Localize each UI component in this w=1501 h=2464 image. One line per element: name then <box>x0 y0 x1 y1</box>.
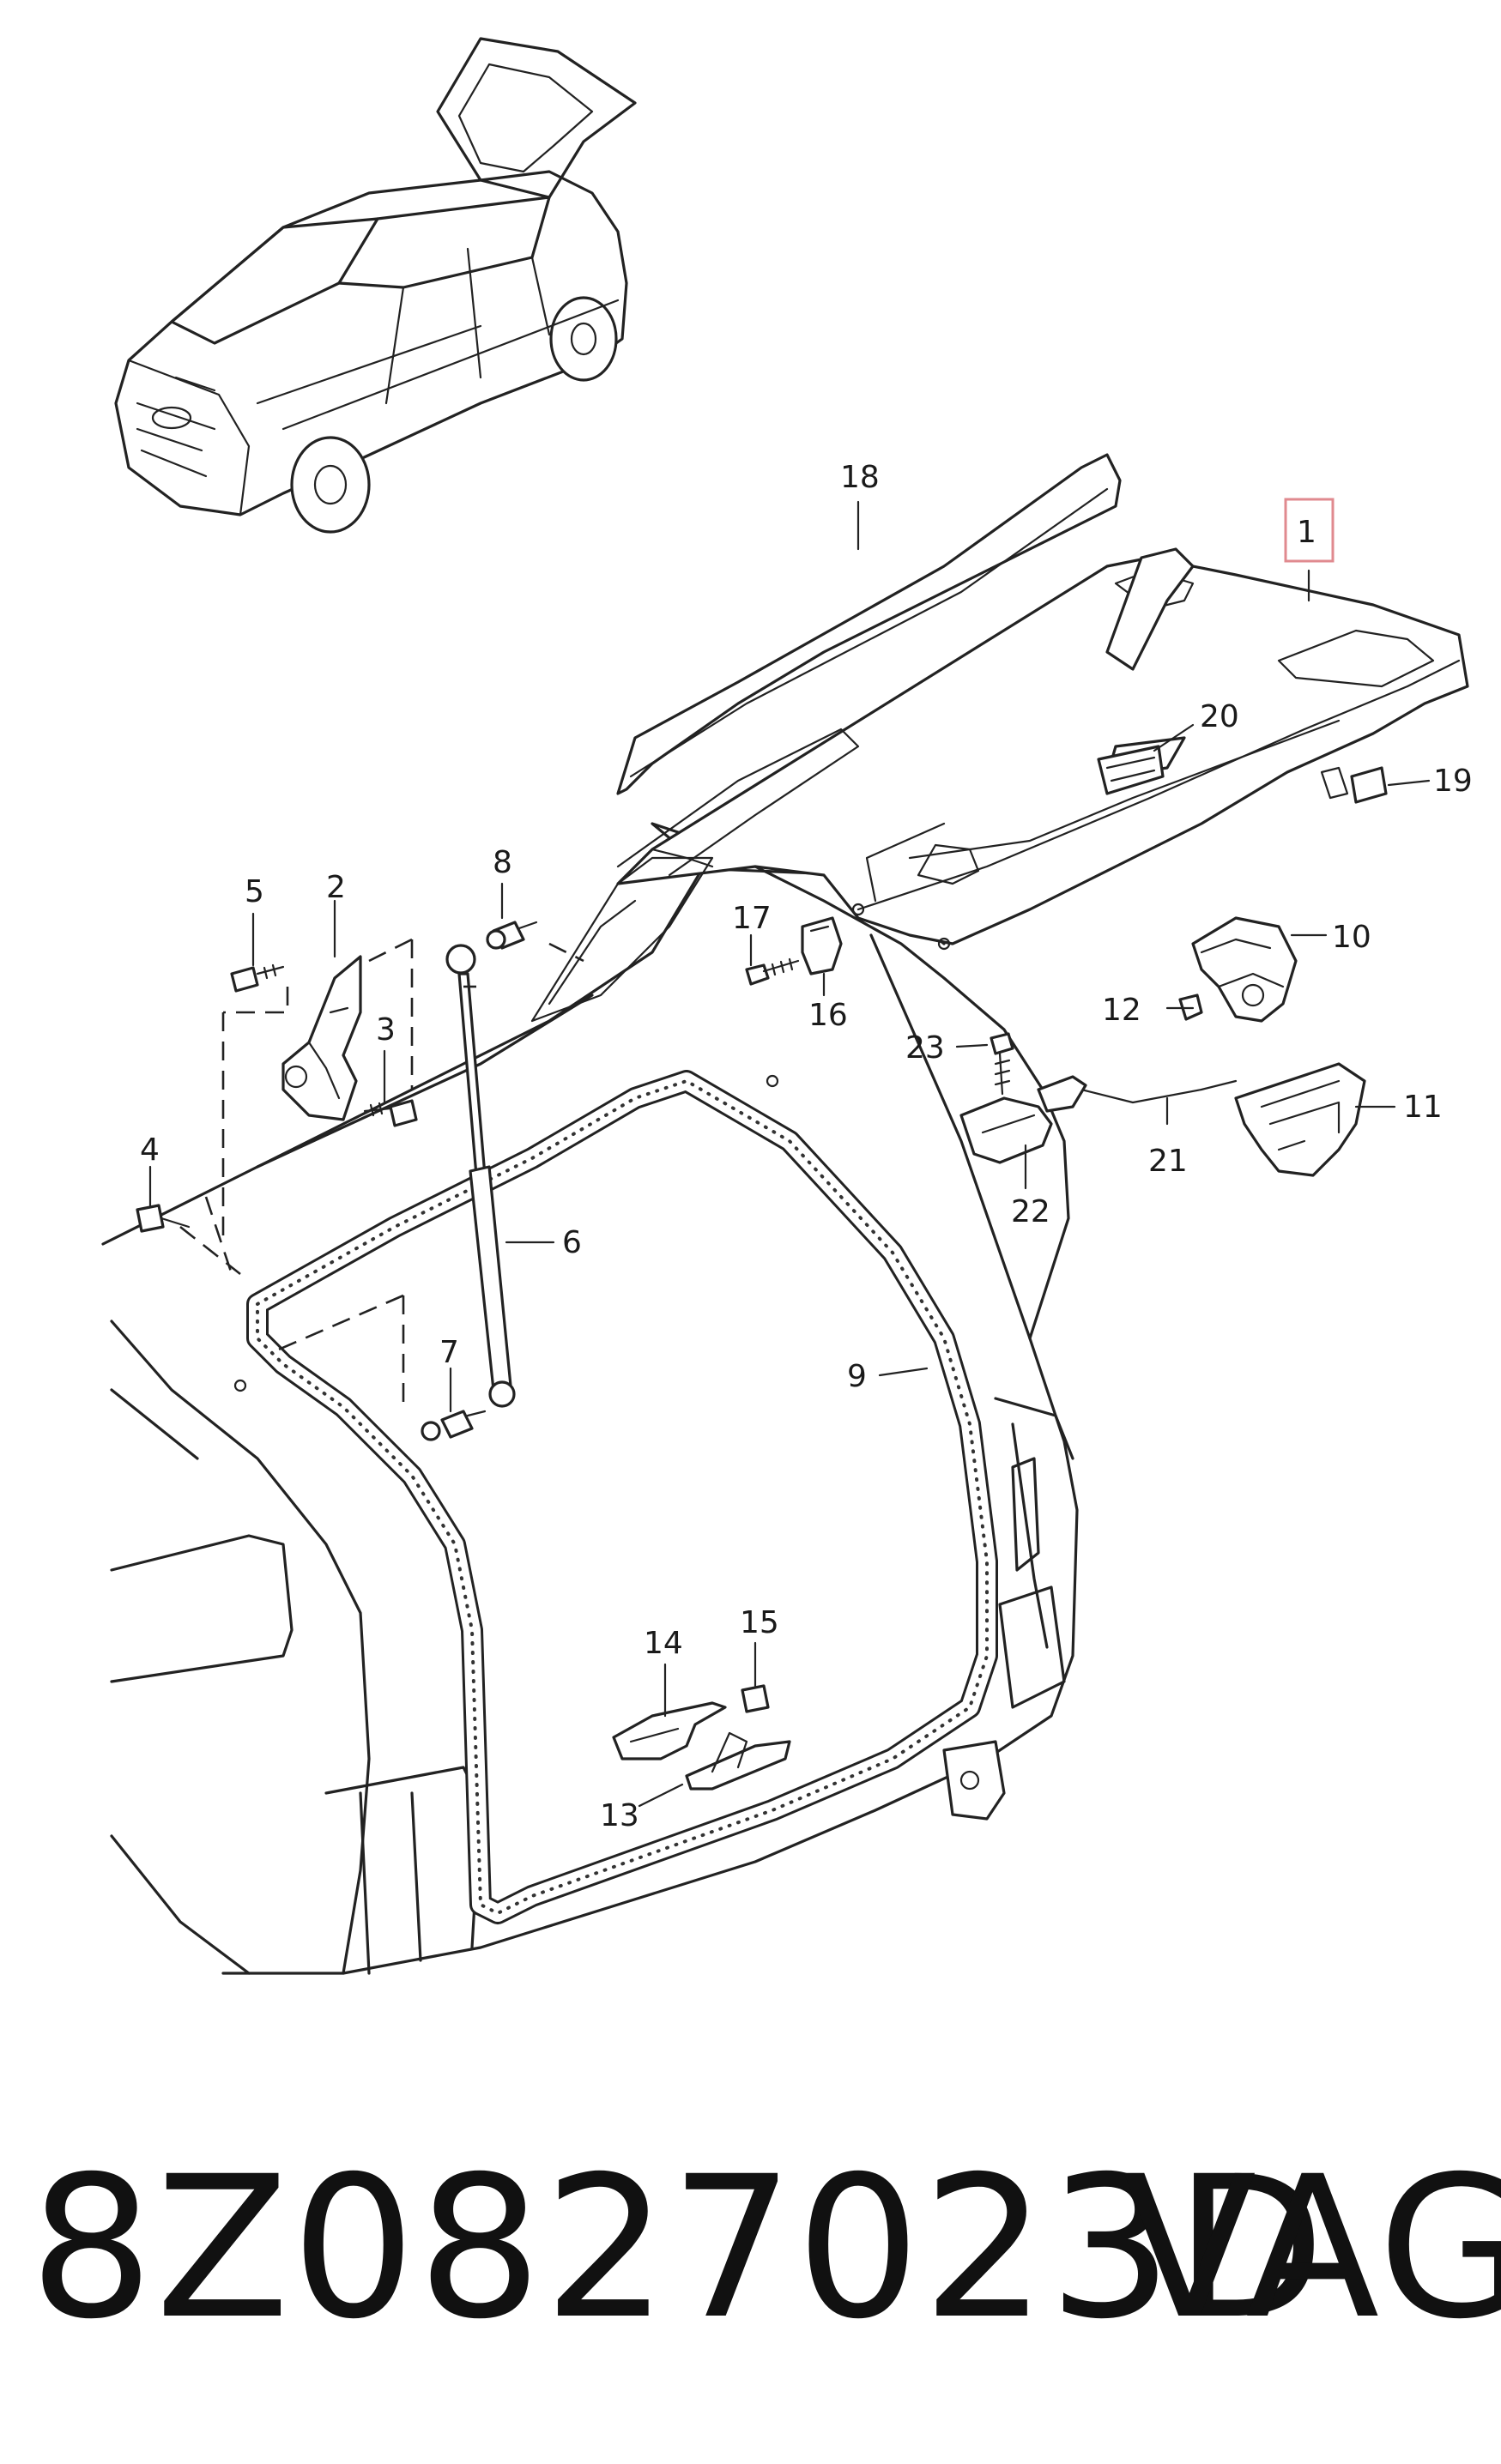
callout-15: 15 <box>740 1605 779 1640</box>
part-16-bracket <box>801 916 843 975</box>
part-20-light <box>1097 745 1165 795</box>
brand-label: VAG <box>1123 2134 1501 2362</box>
callout-22: 22 <box>1011 1194 1050 1229</box>
callout-6: 6 <box>562 1225 582 1260</box>
part-4-nut <box>136 1204 191 1233</box>
callout-labels: 1 2 3 4 5 6 7 8 9 10 11 12 13 14 15 16 1… <box>140 460 1473 1833</box>
callout-21: 21 <box>1148 1144 1188 1179</box>
callout-20: 20 <box>1200 699 1239 734</box>
leader-lines <box>148 500 1431 1808</box>
highlight-box <box>1284 498 1335 563</box>
callout-18: 18 <box>840 460 880 495</box>
assembly-guides <box>179 938 584 1407</box>
callout-17: 17 <box>732 901 772 936</box>
part-23-screw <box>990 1032 1014 1096</box>
callout-8: 8 <box>493 845 512 880</box>
part-14-bracket <box>612 1701 727 1760</box>
callout-4: 4 <box>140 1132 160 1168</box>
part-10-lock <box>1191 916 1298 1023</box>
callout-12: 12 <box>1102 993 1141 1028</box>
part-8-ball-stud <box>486 921 538 950</box>
parts-diagram: 1 2 3 4 5 6 7 8 9 10 11 12 13 14 15 16 1… <box>101 37 1473 1975</box>
callout-9: 9 <box>847 1359 867 1394</box>
part-13-striker <box>685 1731 791 1791</box>
part-2-hinge <box>281 955 362 1121</box>
footer: 8Z0827023D VAG <box>0 2119 1501 2376</box>
car-thumbnail <box>114 37 637 534</box>
callout-7: 7 <box>439 1335 459 1370</box>
part-18-spoiler <box>616 453 1122 795</box>
callout-11: 11 <box>1403 1090 1443 1125</box>
part-6-gas-strut <box>445 944 516 1408</box>
part-3-bolt <box>363 1099 418 1127</box>
callout-23: 23 <box>905 1030 945 1066</box>
part-1-trim-panel <box>530 547 1469 1023</box>
callout-3: 3 <box>376 1012 396 1048</box>
callout-14: 14 <box>644 1626 683 1661</box>
tailgate-body <box>101 822 1079 1975</box>
part-22-switch <box>959 1075 1087 1164</box>
callout-5: 5 <box>245 874 264 909</box>
part-7-ball-stud <box>421 1410 487 1441</box>
part-15-nut <box>741 1684 770 1713</box>
callout-1: 1 <box>1297 515 1316 550</box>
part-17-screw <box>745 957 800 986</box>
part-number: 8Z0827023D <box>29 2134 1328 2362</box>
callout-13: 13 <box>600 1798 639 1833</box>
part-11-handle <box>1234 1062 1366 1177</box>
part-9-seal <box>246 1070 998 1924</box>
callout-19: 19 <box>1433 764 1473 799</box>
callout-16: 16 <box>808 998 848 1033</box>
callout-10: 10 <box>1332 920 1371 955</box>
callout-2: 2 <box>326 870 346 905</box>
part-19-clip <box>1350 766 1388 804</box>
part-5-bolt <box>230 963 285 993</box>
